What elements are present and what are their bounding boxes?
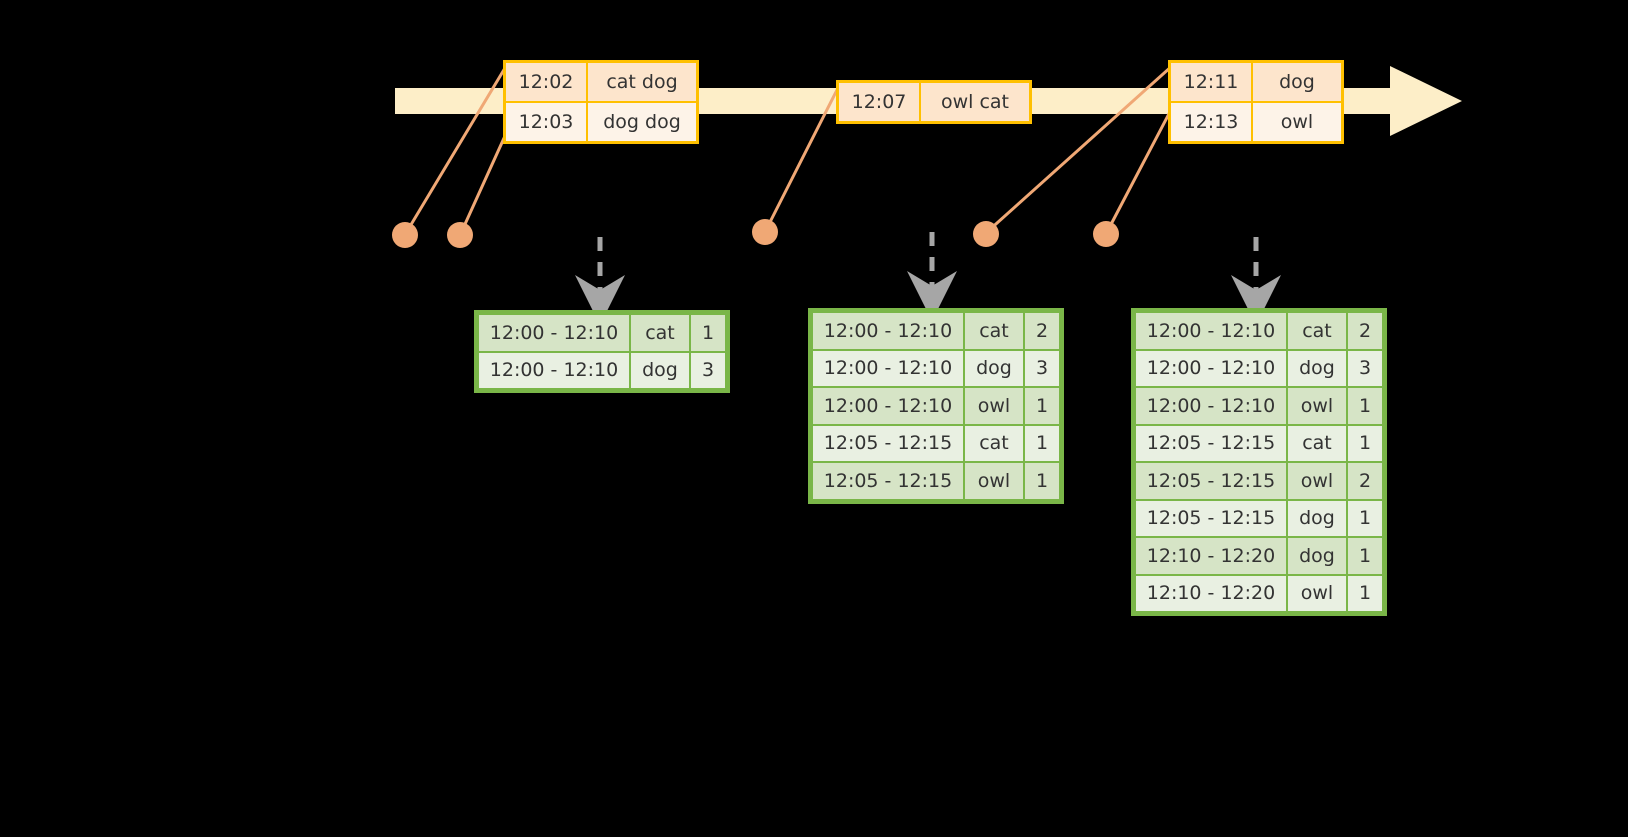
cell-word: dog xyxy=(964,349,1024,387)
cell-window: 12:05 - 12:15 xyxy=(812,424,964,462)
event-row: 12:13 owl xyxy=(1171,101,1341,141)
event-time: 12:07 xyxy=(839,83,921,121)
event-row: 12:03 dog dog xyxy=(506,101,696,141)
event-time: 12:13 xyxy=(1171,103,1253,141)
cell-word: dog xyxy=(1287,349,1347,387)
cell-window: 12:00 - 12:10 xyxy=(1135,312,1287,350)
event-dot-5 xyxy=(1093,221,1119,247)
cell-word: cat xyxy=(964,424,1024,462)
event-box-1[interactable]: 12:02 cat dog 12:03 dog dog xyxy=(503,60,699,144)
cell-count: 1 xyxy=(1024,462,1060,500)
connector-line-3 xyxy=(764,82,842,232)
event-row: 12:07 owl cat xyxy=(839,83,1029,121)
cell-word: dog xyxy=(1287,537,1347,575)
event-words: dog xyxy=(1279,71,1315,93)
cell-window: 12:00 - 12:10 xyxy=(1135,387,1287,425)
event-row: 12:02 cat dog xyxy=(506,63,696,101)
connector-line-5 xyxy=(1105,106,1174,234)
event-words: owl cat xyxy=(940,91,1010,113)
cell-window: 12:00 - 12:10 xyxy=(812,387,964,425)
cell-count: 1 xyxy=(1347,424,1383,462)
cell-count: 2 xyxy=(1347,312,1383,350)
cell-count: 1 xyxy=(690,314,726,352)
cell-window: 12:05 - 12:15 xyxy=(1135,424,1287,462)
event-box-2[interactable]: 12:07 owl cat xyxy=(836,80,1032,124)
cell-word: owl xyxy=(1287,387,1347,425)
cell-word: cat xyxy=(1287,424,1347,462)
event-time: 12:03 xyxy=(506,103,588,141)
cell-count: 1 xyxy=(1347,574,1383,612)
cell-count: 1 xyxy=(1347,537,1383,575)
event-time: 12:02 xyxy=(506,63,588,101)
cell-window: 12:00 - 12:10 xyxy=(812,349,964,387)
cell-window: 12:00 - 12:10 xyxy=(478,314,630,352)
connector-line-1 xyxy=(404,66,507,235)
cell-count: 1 xyxy=(1024,387,1060,425)
cell-window: 12:05 - 12:15 xyxy=(812,462,964,500)
cell-word: owl xyxy=(1287,462,1347,500)
cell-word: owl xyxy=(1287,574,1347,612)
event-words: dog dog xyxy=(603,111,681,133)
cell-count: 2 xyxy=(1347,462,1383,500)
cell-window: 12:00 - 12:10 xyxy=(812,312,964,350)
cell-word: owl xyxy=(964,462,1024,500)
cell-word: cat xyxy=(1287,312,1347,350)
event-row: 12:11 dog xyxy=(1171,63,1341,101)
event-dot-2 xyxy=(447,222,473,248)
event-dots xyxy=(392,219,1119,248)
event-box-3[interactable]: 12:11 dog 12:13 owl xyxy=(1168,60,1344,144)
event-words: owl xyxy=(1280,111,1314,133)
cell-word: cat xyxy=(630,314,690,352)
cell-word: dog xyxy=(630,351,690,389)
cell-count: 1 xyxy=(1347,499,1383,537)
cell-window: 12:10 - 12:20 xyxy=(1135,537,1287,575)
event-dot-1 xyxy=(392,222,418,248)
cell-window: 12:05 - 12:15 xyxy=(1135,499,1287,537)
cell-count: 3 xyxy=(1024,349,1060,387)
emit-arrows xyxy=(575,232,1281,325)
cell-window: 12:05 - 12:15 xyxy=(1135,462,1287,500)
cell-count: 3 xyxy=(1347,349,1383,387)
event-words: cat dog xyxy=(606,71,678,93)
cell-window: 12:00 - 12:10 xyxy=(1135,349,1287,387)
cell-count: 1 xyxy=(1347,387,1383,425)
cell-word: dog xyxy=(1287,499,1347,537)
event-dot-4 xyxy=(973,221,999,247)
cell-word: cat xyxy=(964,312,1024,350)
event-dot-3 xyxy=(752,219,778,245)
cell-count: 1 xyxy=(1024,424,1060,462)
event-time: 12:11 xyxy=(1171,63,1253,101)
cell-count: 3 xyxy=(690,351,726,389)
cell-word: owl xyxy=(964,387,1024,425)
cell-window: 12:00 - 12:10 xyxy=(478,351,630,389)
cell-count: 2 xyxy=(1024,312,1060,350)
cell-window: 12:10 - 12:20 xyxy=(1135,574,1287,612)
